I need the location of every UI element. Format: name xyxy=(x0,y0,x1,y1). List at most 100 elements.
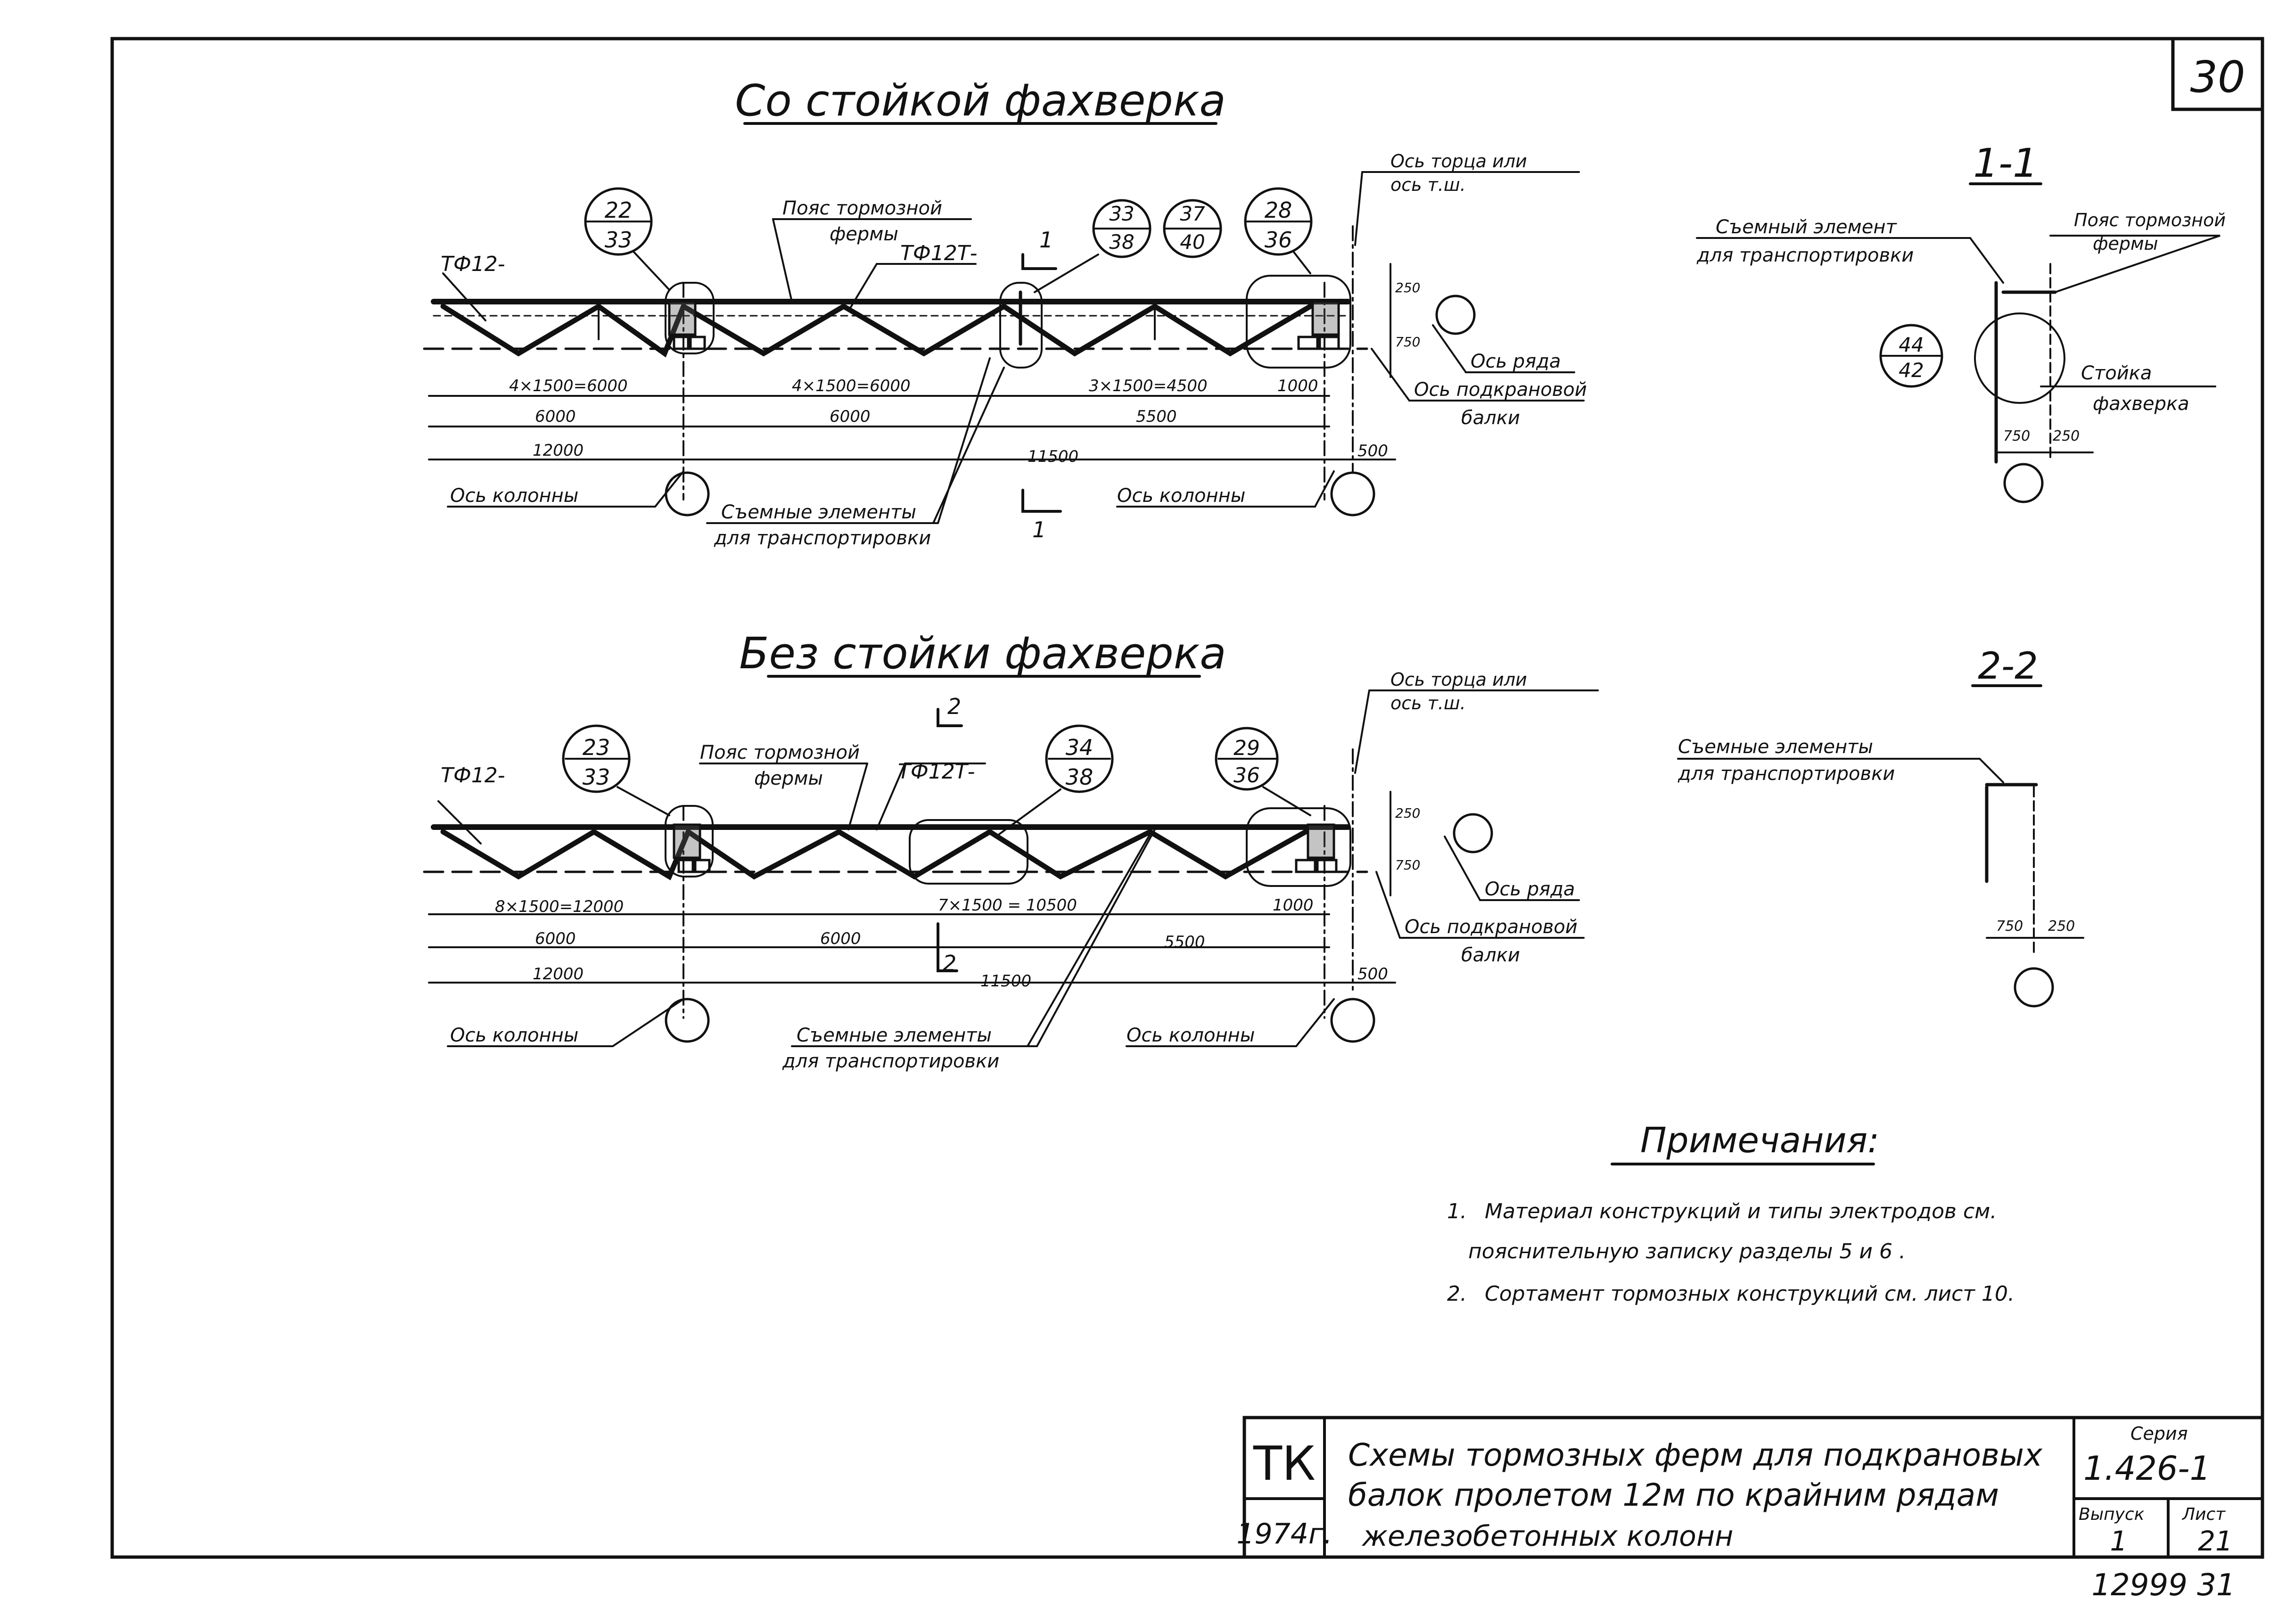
detail22-title: 2-2 xyxy=(1978,645,2038,688)
section1-callout-2-top: 33 xyxy=(1109,202,1134,225)
section2-dim-row3-1: 12000 xyxy=(533,965,584,984)
detail11-post-label-2: фахверка xyxy=(2093,393,2189,415)
section2-mark-bottom: 2 xyxy=(943,951,956,976)
section1-axis-column-right: Ось колонны xyxy=(1117,485,1245,507)
section1-belt-label: Пояс тормозной xyxy=(782,197,942,219)
section2-belt-label-2: фермы xyxy=(754,768,823,789)
section1-dim-row3-3: 500 xyxy=(1357,442,1388,460)
section2-title: Без стойки фахверка xyxy=(739,628,1226,679)
section1-axis-row-label: Ось ряда xyxy=(1471,351,1561,372)
truss2-diagonals xyxy=(440,828,1308,880)
detail11-removable-label: Съемный элемент xyxy=(1716,216,1897,238)
note-1-line2: пояснительную записку разделы 5 и 6 . xyxy=(1468,1239,1906,1263)
section1-axis-crane-label: Ось подкрановой xyxy=(1414,379,1587,401)
sheet-number-box xyxy=(2171,37,2264,111)
section1-dim-750: 750 xyxy=(1395,334,1420,350)
section1-dim-row3-2: 11500 xyxy=(1028,447,1078,466)
sheet-label: Лист xyxy=(2181,1505,2226,1524)
sheet-frame xyxy=(110,37,2264,1559)
section2-dim-row2-2: 6000 xyxy=(820,929,861,948)
detail22-dim-250: 250 xyxy=(2048,918,2075,935)
detail11-belt-label-2: фермы xyxy=(2093,233,2158,254)
title-block-title-3: железобетонных колонн xyxy=(1361,1520,1733,1553)
section2-removable-label: Съемные элементы xyxy=(797,1025,992,1046)
section2-tf12t-label: ТФ12Т- xyxy=(898,760,975,784)
section1-axis-end-label-2: ось т.ш. xyxy=(1390,174,1466,195)
detail11-removable-label-2: для транспортировки xyxy=(1696,245,1914,266)
section2-axis-crane-label: Ось подкрановой xyxy=(1405,916,1578,938)
section2-dim-row3-3: 500 xyxy=(1357,965,1388,984)
section2-callout-2-top: 34 xyxy=(1066,735,1094,760)
note-1-line1: Материал конструкций и типы электродов с… xyxy=(1485,1199,1997,1223)
section1-callout-3-top: 37 xyxy=(1180,202,1205,225)
section2-belt-label: Пояс тормозной xyxy=(700,742,860,763)
section1-removable-label-2: для транспортировки xyxy=(714,527,931,549)
section1-callout-1-bottom: 33 xyxy=(605,227,633,253)
detail22-removable-label-2: для транспортировки xyxy=(1678,763,1895,785)
section1-dim-row2-1: 6000 xyxy=(535,407,576,426)
sheet-number: 30 xyxy=(2190,52,2245,102)
title-block-title-2: балок пролетом 12м по крайним рядам xyxy=(1348,1477,1999,1513)
section2-dim-250: 250 xyxy=(1395,805,1420,821)
note-1-number: 1. xyxy=(1447,1199,1467,1223)
section1-dim-row1-4: 1000 xyxy=(1277,377,1318,395)
detail11-dim-750: 750 xyxy=(2003,428,2030,444)
section1-callout-2-bottom: 38 xyxy=(1109,230,1134,254)
section1-dim-row1-1: 4×1500=6000 xyxy=(509,377,628,395)
detail11-callout-top: 44 xyxy=(1899,333,1924,356)
note-2-number: 2. xyxy=(1447,1282,1467,1306)
section2-dim-row1-3: 1000 xyxy=(1273,896,1314,915)
section1-callout-1-top: 22 xyxy=(605,197,633,223)
detail22-removable-label: Съемные элементы xyxy=(1678,736,1873,758)
section1-dim-row1-3: 3×1500=4500 xyxy=(1089,377,1208,395)
truss1-diagonals xyxy=(440,303,1313,358)
detail11-callout-bottom: 42 xyxy=(1899,359,1924,382)
section2-axis-crane-label-2: балки xyxy=(1461,944,1520,966)
title-block-org: ТК xyxy=(1253,1436,1316,1491)
section2-dim-row2-1: 6000 xyxy=(535,929,576,948)
section1-dim-row1-2: 4×1500=6000 xyxy=(792,377,911,395)
issue-value: 1 xyxy=(2110,1525,2128,1557)
detail22-dim-750: 750 xyxy=(1996,918,2023,935)
section2-dim-row1-2: 7×1500 = 10500 xyxy=(938,896,1077,915)
section1-callout-3-bottom: 40 xyxy=(1180,230,1205,254)
section1-mark-top: 1 xyxy=(1039,227,1053,253)
title-block xyxy=(1242,1416,2264,1559)
bottom-code: 12999 31 xyxy=(2091,1568,2235,1603)
section2-axis-column-left: Ось колонны xyxy=(450,1025,578,1046)
section1-tf12-label: ТФ12- xyxy=(441,252,505,276)
detail11-post-label: Стойка xyxy=(2081,362,2152,384)
section1-axis-end-label: Ось торца или xyxy=(1390,151,1527,172)
section1-tf12t-label: ТФ12Т- xyxy=(900,241,978,265)
section2-callout-1-bottom: 33 xyxy=(583,764,610,790)
section2-dim-750: 750 xyxy=(1395,857,1420,873)
section2-dim-row2-3: 5500 xyxy=(1164,933,1205,951)
section1-axis-crane-label-2: балки xyxy=(1461,407,1520,429)
title-block-year: 1974г. xyxy=(1236,1517,1332,1550)
section2-axis-column-right: Ось колонны xyxy=(1127,1025,1255,1046)
detail11-dim-250: 250 xyxy=(2053,428,2080,444)
section1-axis-column-left: Ось колонны xyxy=(450,485,578,507)
section1-dim-row3-1: 12000 xyxy=(533,441,584,460)
section2-dim-row1-1: 8×1500=12000 xyxy=(495,897,624,916)
section2-removable-label-2: для транспортировки xyxy=(782,1050,999,1072)
section2-callout-3-top: 29 xyxy=(1234,736,1260,760)
section1-belt-label-2: фермы xyxy=(830,223,898,245)
section2-mark-top: 2 xyxy=(947,694,961,719)
title-block-title-1: Схемы тормозных ферм для подкрановых xyxy=(1348,1437,2043,1473)
series-label: Серия xyxy=(2130,1423,2188,1444)
series-value: 1.426-1 xyxy=(2083,1449,2211,1488)
section1-callout-4-top: 28 xyxy=(1265,197,1292,223)
detail11-title: 1-1 xyxy=(1973,140,2038,186)
section1-dim-row2-3: 5500 xyxy=(1136,407,1177,426)
section2-callout-3-bottom: 36 xyxy=(1234,763,1260,787)
section1-title: Со стойкой фахверка xyxy=(735,75,1226,126)
section1-callout-4-bottom: 36 xyxy=(1265,227,1292,253)
section2-tf12-label: ТФ12- xyxy=(441,763,505,787)
section2-callout-1-top: 23 xyxy=(583,735,610,760)
section2-dim-row3-2: 11500 xyxy=(980,972,1031,991)
sheet-value: 21 xyxy=(2198,1525,2233,1557)
notes-title: Примечания: xyxy=(1640,1120,1879,1161)
section1-removable-label: Съемные элементы xyxy=(721,501,916,523)
